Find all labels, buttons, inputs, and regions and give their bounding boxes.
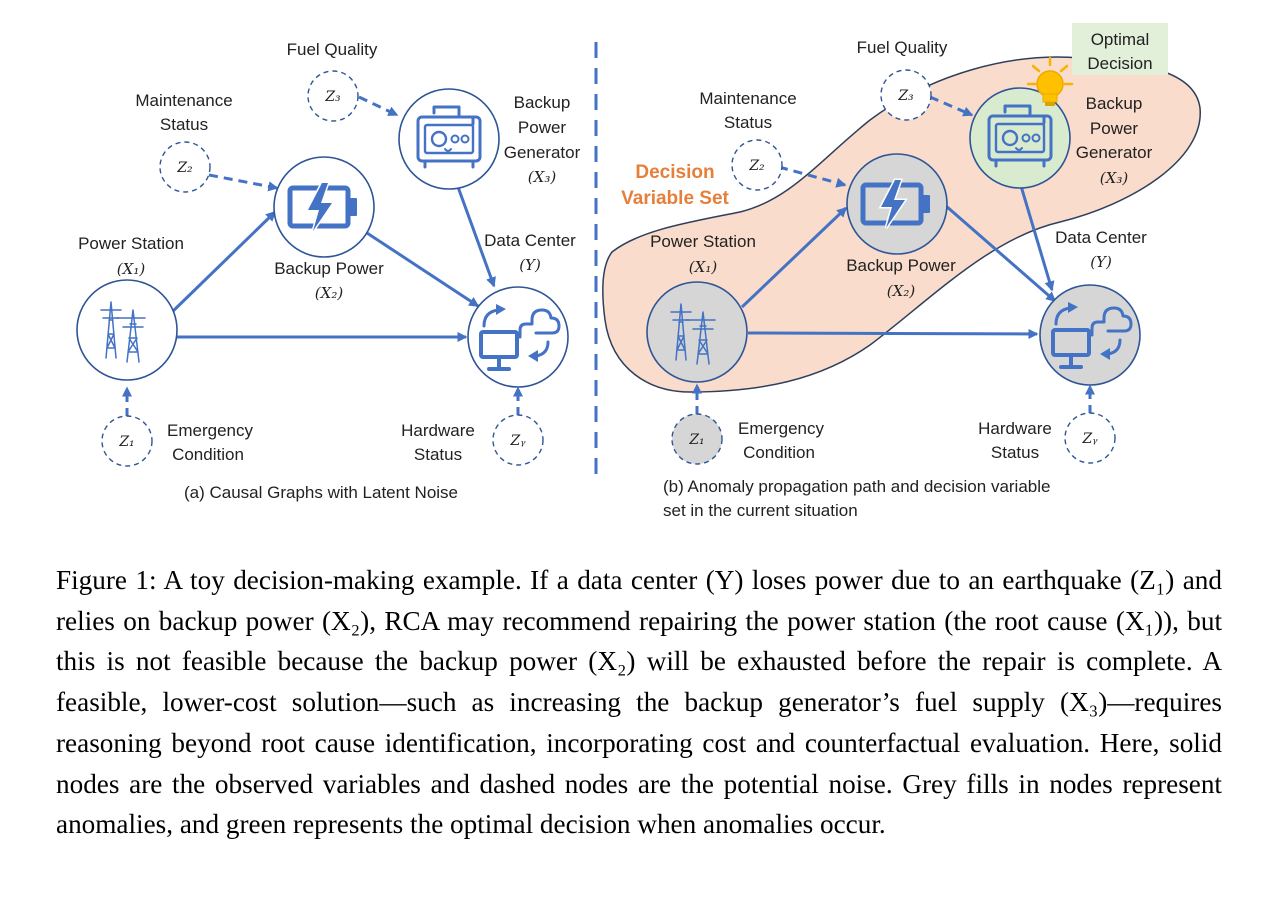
noise-node-z1 xyxy=(101,415,153,467)
panel-b: Optimal Decision Z₃ Z₂ Z₁ xyxy=(602,23,1201,520)
noise-node-z2 xyxy=(159,141,211,193)
edge-z2-x2 xyxy=(208,173,279,192)
maintenance-label-line2: Status xyxy=(160,115,208,134)
emergency-label-b-line2: Condition xyxy=(743,443,815,462)
maintenance-label-b-line1: Maintenance xyxy=(699,89,796,108)
edge-x3-y-b xyxy=(1019,185,1055,292)
maintenance-label-line1: Maintenance xyxy=(135,91,232,110)
panel-a: Z₃ Z₂ Z₁ Zᵧ Fuel Quality Maintenance Sta… xyxy=(76,40,581,502)
z1-label: Z₁ xyxy=(118,434,134,450)
emergency-label-line1: Emergency xyxy=(167,421,253,440)
generator-label-line3: Generator xyxy=(504,143,581,162)
figure-diagram: Z₃ Z₂ Z₁ Zᵧ Fuel Quality Maintenance Sta… xyxy=(76,23,1201,520)
noise-node-z2-b xyxy=(731,139,783,191)
z2-label: Z₂ xyxy=(176,160,193,176)
decision-set-label-line2: Variable Set xyxy=(621,188,729,209)
edge-x1-x2-b xyxy=(740,206,848,309)
x1-label: (X₁) xyxy=(117,260,146,278)
generator-label-b-line2: Power xyxy=(1090,119,1139,138)
x2-label: (X₂) xyxy=(315,284,344,302)
maintenance-label-b-line2: Status xyxy=(724,113,772,132)
node-backup-generator xyxy=(398,88,500,190)
panel-a-caption: (a) Causal Graphs with Latent Noise xyxy=(184,483,458,502)
y-label: (Y) xyxy=(519,256,541,274)
panel-b-caption-line2: set in the current situation xyxy=(663,501,858,520)
optimal-label-line1: Optimal xyxy=(1091,30,1150,49)
power-station-label-b: Power Station xyxy=(650,232,756,251)
emergency-label-b-line1: Emergency xyxy=(738,419,824,438)
data-center-label-b: Data Center xyxy=(1055,228,1147,247)
fuel-quality-label: Fuel Quality xyxy=(287,40,378,59)
decision-set-label-line1: Decision xyxy=(635,162,714,183)
noise-node-z1-b-anomaly xyxy=(671,413,723,465)
fuel-quality-label-b: Fuel Quality xyxy=(857,38,948,57)
z3-label-b: Z₃ xyxy=(897,88,914,104)
edge-z3-x3-b xyxy=(929,95,974,117)
edge-x1-x2 xyxy=(168,210,277,316)
generator-label-b-line1: Backup xyxy=(1086,94,1143,113)
noise-node-z3-b xyxy=(880,69,932,121)
hardware-label-line2: Status xyxy=(414,445,462,464)
optimal-decision-box xyxy=(1072,23,1168,75)
hardware-label-b-line1: Hardware xyxy=(978,419,1052,438)
x3-label-b: (X₃) xyxy=(1100,169,1129,187)
emergency-label-line2: Condition xyxy=(172,445,244,464)
x3-label: (X₃) xyxy=(528,168,557,186)
noise-node-z3 xyxy=(307,70,359,122)
zy-label: Zᵧ xyxy=(510,433,527,449)
backup-power-label-b: Backup Power xyxy=(846,256,956,275)
z3-label: Z₃ xyxy=(324,89,341,105)
zy-label-b: Zᵧ xyxy=(1082,431,1099,447)
edge-z2-x2-b xyxy=(778,165,847,188)
figure-caption: Figure 1: A toy decision-making example.… xyxy=(56,565,1222,840)
y-label-b: (Y) xyxy=(1090,253,1112,271)
power-station-label: Power Station xyxy=(78,234,184,253)
optimal-label-line2: Decision xyxy=(1087,54,1152,73)
z1-label-b: Z₁ xyxy=(688,432,704,448)
edge-x2-y-b xyxy=(945,204,1057,303)
backup-power-label: Backup Power xyxy=(274,259,384,278)
edge-z3-x3 xyxy=(358,95,399,117)
lightbulb-icon xyxy=(1026,56,1074,106)
hardware-label-line1: Hardware xyxy=(401,421,475,440)
hardware-label-b-line2: Status xyxy=(991,443,1039,462)
x2-label-b: (X₂) xyxy=(887,282,916,300)
node-power-station-anomaly xyxy=(646,281,748,383)
edge-x1-y-b xyxy=(747,328,1039,340)
z2-label-b: Z₂ xyxy=(748,158,765,174)
panel-b-caption-line1: (b) Anomaly propagation path and decisio… xyxy=(663,477,1050,496)
generator-label-line1: Backup xyxy=(514,93,571,112)
edge-x2-y xyxy=(366,231,480,308)
noise-node-zy-b xyxy=(1064,412,1116,464)
generator-label-b-line3: Generator xyxy=(1076,143,1153,162)
noise-node-zy xyxy=(492,414,544,466)
data-center-label: Data Center xyxy=(484,231,576,250)
x1-label-b: (X₁) xyxy=(689,258,718,276)
generator-label-line2: Power xyxy=(518,118,567,137)
node-power-station xyxy=(76,279,178,381)
